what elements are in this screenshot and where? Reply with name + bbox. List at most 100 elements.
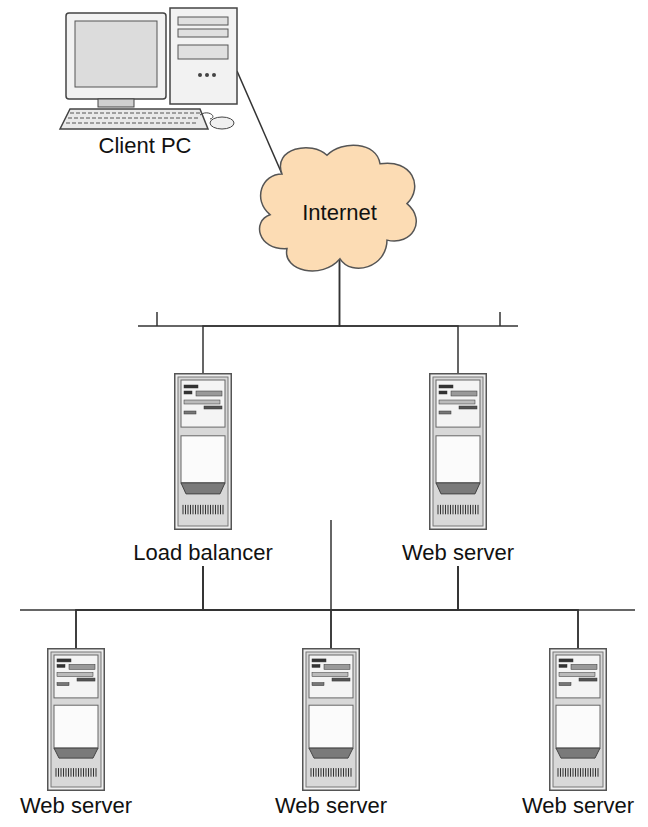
network-cloud: Internet [252, 140, 427, 280]
server-case [303, 649, 360, 791]
drive-slot [184, 411, 196, 414]
network-link [76, 566, 203, 648]
server-case [175, 374, 232, 530]
drive-slot [204, 406, 222, 409]
drive-slot [184, 385, 198, 388]
drive-slot [312, 673, 348, 677]
front-panel [181, 436, 225, 483]
server-node: Web server [518, 648, 639, 819]
drive-slot [439, 400, 475, 404]
drive-bay [436, 380, 480, 427]
server-icon [429, 373, 487, 530]
server-icon [302, 648, 360, 791]
drive-slot [439, 385, 453, 388]
mouse-cable [200, 113, 213, 119]
drive-slot [439, 391, 447, 394]
bus-stub [330, 520, 332, 610]
drive-bay [54, 655, 98, 698]
vent-grille [183, 505, 223, 514]
drive-slot [57, 664, 65, 667]
node-label: Internet [252, 140, 427, 280]
case-shelf [181, 483, 225, 494]
drive-slot [439, 411, 451, 414]
case-shelf [309, 748, 353, 758]
node-label: Client PC [99, 133, 192, 159]
node-label: Web server [275, 793, 387, 819]
node-label: Web server [20, 793, 132, 819]
case-shelf [54, 748, 98, 758]
drive-slot [57, 683, 69, 686]
network-link [203, 259, 340, 373]
server-panel [178, 377, 228, 526]
drive-bay [309, 655, 353, 698]
server-case [430, 374, 487, 530]
drive-slot [184, 400, 220, 404]
mouse [210, 117, 234, 129]
drive-slot [178, 29, 228, 37]
vent-grille [558, 768, 598, 777]
drive-slot [196, 391, 222, 396]
drive-slot [459, 406, 477, 409]
drive-slot [178, 45, 228, 59]
pc-icon [50, 5, 240, 133]
front-panel [556, 705, 600, 748]
network-link [203, 566, 578, 648]
drive-slot [57, 673, 93, 677]
network-link [331, 566, 458, 648]
server-panel [433, 377, 483, 526]
vent-grille [438, 505, 478, 514]
drive-slot [178, 17, 228, 25]
drive-slot [69, 664, 95, 669]
drive-slot [77, 678, 95, 681]
drive-slot [184, 391, 192, 394]
network-link [203, 566, 331, 648]
drive-bay [181, 380, 225, 427]
node-label: Web server [522, 793, 634, 819]
server-panel [51, 652, 101, 787]
tower-button [205, 73, 209, 77]
server-node: Web server [398, 373, 519, 566]
drive-slot [571, 664, 597, 669]
drive-slot [312, 659, 326, 662]
front-panel [309, 705, 353, 748]
drive-slot [312, 683, 324, 686]
case-shelf [556, 748, 600, 758]
tower-button [198, 73, 202, 77]
monitor [66, 13, 166, 99]
vent-grille [311, 768, 351, 777]
server-case [48, 649, 105, 791]
drive-bay [556, 655, 600, 698]
server-node: Load balancer [129, 373, 277, 566]
server-icon [549, 648, 607, 791]
front-panel [54, 705, 98, 748]
pc-tower [170, 8, 237, 104]
server-node: Web server [271, 648, 392, 819]
drive-slot [324, 664, 350, 669]
drive-slot [559, 659, 573, 662]
network-link [76, 566, 458, 648]
server-node: Web server [16, 648, 137, 819]
drive-slot [451, 391, 477, 396]
server-case [550, 649, 607, 791]
bus-stub [156, 312, 158, 326]
network-link [237, 71, 282, 174]
network-link [340, 259, 459, 373]
node-label: Web server [402, 540, 514, 566]
vent-grille [56, 768, 96, 777]
server-icon [47, 648, 105, 791]
drive-slot [579, 678, 597, 681]
client-node: Client PC [50, 5, 240, 159]
drive-slot [559, 664, 567, 667]
server-icon [174, 373, 232, 530]
keyboard-keys [66, 113, 200, 123]
server-panel [306, 652, 356, 787]
bus-stub [499, 312, 501, 326]
tower-button [212, 73, 216, 77]
drive-slot [312, 664, 320, 667]
keyboard [60, 109, 208, 129]
server-panel [553, 652, 603, 787]
monitor-stand [98, 99, 134, 107]
drive-slot [559, 683, 571, 686]
network-link [458, 566, 578, 648]
